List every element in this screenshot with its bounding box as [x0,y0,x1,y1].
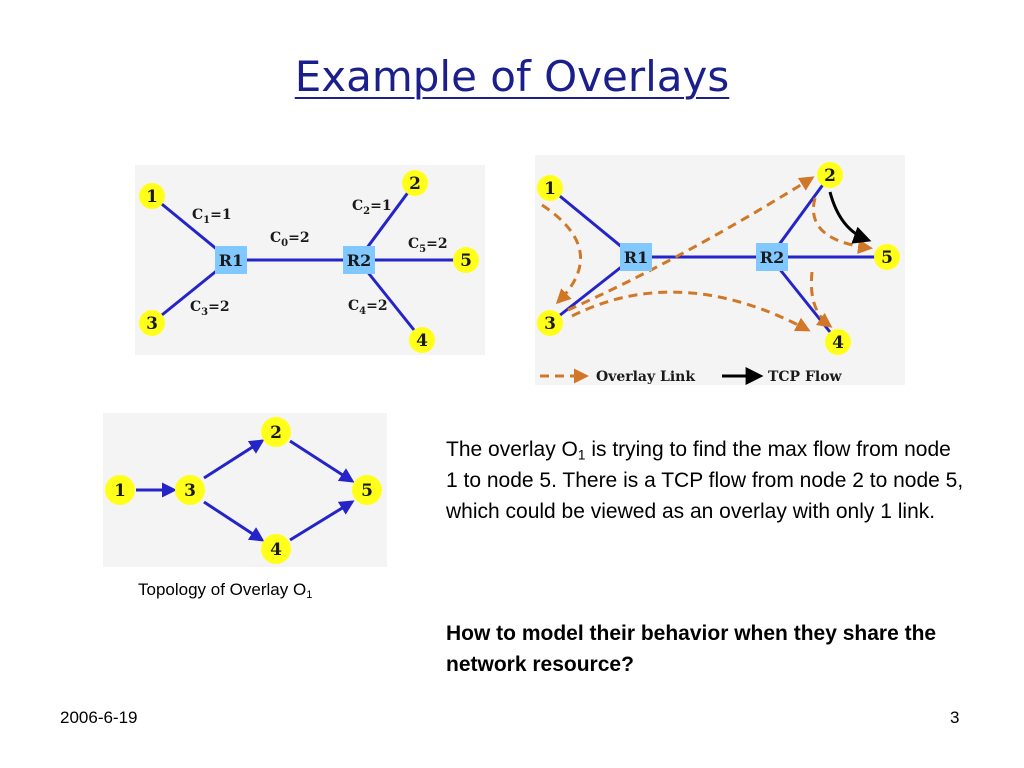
svg-text:5: 5 [361,481,373,501]
svg-text:1: 1 [114,481,126,501]
overlay-edge-3-2 [203,439,265,480]
diagram-legend: Overlay Link TCP Flow [540,367,843,385]
question-text: How to model their behavior when they sh… [446,622,937,676]
page-number: 3 [950,708,960,727]
overlay-link-3-2 [567,176,815,312]
footer-date: 2006-6-19 [60,708,138,727]
svg-text:R2: R2 [760,248,784,267]
router-r2: R2 [756,243,788,271]
node-1: 1 [105,475,135,505]
overlay-edge-2-5 [289,439,355,483]
network-topology-diagram: R1 R2 1 2 3 4 5 C1=1 C0=2 C2=1 C5=2 C3=2… [135,165,485,355]
router-r1: R1 [215,246,247,274]
svg-text:R1: R1 [219,251,243,270]
svg-text:4: 4 [832,333,844,353]
svg-text:R1: R1 [624,248,648,267]
overlay-topology-caption: Topology of Overlay O1 [138,580,313,601]
node-5: 5 [874,244,900,270]
overlay-link-1-3 [541,203,582,305]
overlay-flow-diagram: R1 R2 1 2 3 4 5 Overlay Link TCP Flow [535,155,905,385]
svg-text:2: 2 [270,423,282,443]
node-2: 2 [402,170,428,196]
node-5: 5 [453,247,479,273]
capacity-label-c2: C2=1 [352,198,392,217]
legend-overlay-link: Overlay Link [596,369,695,385]
node-3: 3 [537,310,563,336]
svg-text:2: 2 [824,166,836,186]
legend-tcp-flow: TCP Flow [768,369,843,385]
node-5: 5 [352,475,382,505]
node-2: 2 [261,417,291,447]
svg-text:3: 3 [146,314,158,334]
description-text: The overlay O1 is trying to find the max… [446,438,964,523]
capacity-label-c0: C0=2 [270,230,310,249]
link-r2-4 [768,256,840,343]
capacity-label-c4: C4=2 [348,298,388,317]
node-4: 4 [825,329,851,355]
router-r1: R1 [620,243,652,271]
svg-text:1: 1 [544,179,556,199]
tcp-flow-2-5 [828,191,872,244]
overlay-edge-4-5 [289,500,355,542]
node-4: 4 [409,327,435,353]
svg-text:1: 1 [146,187,158,207]
overlay-link-5-4 [809,271,833,328]
capacity-label-c5: C5=2 [408,236,448,255]
node-4: 4 [261,534,291,564]
capacity-label-c1: C1=1 [192,207,232,226]
overlay-edge-3-4 [203,500,265,542]
router-r2: R2 [343,246,375,274]
svg-text:R2: R2 [347,251,371,270]
svg-text:5: 5 [460,251,472,271]
node-3: 3 [139,310,165,336]
node-1: 1 [139,183,165,209]
slide-title: Example of Overlays [294,52,730,101]
svg-text:5: 5 [881,248,893,268]
node-1: 1 [537,175,563,201]
svg-text:2: 2 [409,174,421,194]
overlay-link-2-5 [812,197,873,254]
svg-text:4: 4 [416,331,428,351]
svg-text:3: 3 [544,314,556,334]
svg-text:3: 3 [184,481,196,501]
overlay-link-3-4 [571,290,811,332]
node-2: 2 [817,162,843,188]
overlay-topology-diagram: 1 2 3 4 5 [103,413,387,567]
svg-text:4: 4 [270,540,282,560]
capacity-label-c3: C3=2 [190,299,230,318]
node-3: 3 [175,475,205,505]
